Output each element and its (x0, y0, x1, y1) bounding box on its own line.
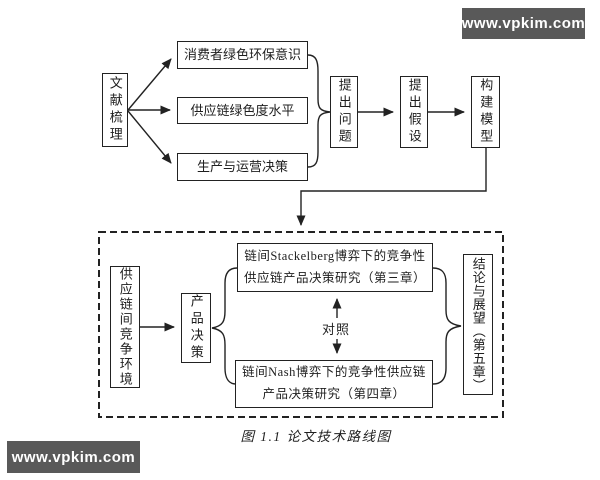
watermark-top-right: www.vpkim.com (462, 8, 585, 39)
build-model-box: 构建模型 (471, 76, 500, 148)
production-operations-box: 生产与运营决策 (177, 153, 308, 181)
contrast-label: 对照 (320, 318, 353, 339)
literature-review-box: 文献梳理 (102, 73, 128, 147)
watermark-bottom-left: www.vpkim.com (7, 441, 140, 473)
supply-chain-greenness-box: 供应链绿色度水平 (177, 97, 308, 124)
arrow-model-to-frame (296, 148, 487, 226)
nash-study-box: 链间Nash博弈下的竞争性供应链 产品决策研究（第四章） (235, 360, 433, 408)
dashed-research-frame (98, 231, 504, 418)
stackelberg-study-line2: 供应链产品决策研究（第三章） (243, 270, 426, 285)
conclusion-box: 结论与展望（第五章） (463, 254, 493, 395)
brace-topics-to-question (307, 54, 331, 168)
nash-study-line1: 链间Nash博弈下的竞争性供应链 (242, 365, 426, 380)
raise-question-box: 提出问题 (330, 76, 358, 148)
competition-environment-box: 供应链间竞争环境 (110, 266, 140, 388)
arrow-literature-to-operations (127, 110, 172, 164)
stackelberg-study-box: 链间Stackelberg博弈下的竞争性 供应链产品决策研究（第三章） (237, 243, 433, 292)
product-decision-box: 产品决策 (181, 293, 211, 363)
consumer-awareness-box: 消费者绿色环保意识 (177, 41, 308, 69)
stackelberg-study-line1: 链间Stackelberg博弈下的竞争性 (244, 248, 426, 263)
propose-hypothesis-box: 提出假设 (400, 76, 428, 148)
nash-study-line2: 产品决策研究（第四章） (262, 387, 406, 401)
brace-studies-to-conclusion (432, 267, 462, 385)
brace-product-to-studies (211, 267, 238, 385)
figure-caption: 图 1.1 论文技术路线图 (240, 429, 392, 444)
arrow-literature-to-awareness (127, 58, 172, 111)
